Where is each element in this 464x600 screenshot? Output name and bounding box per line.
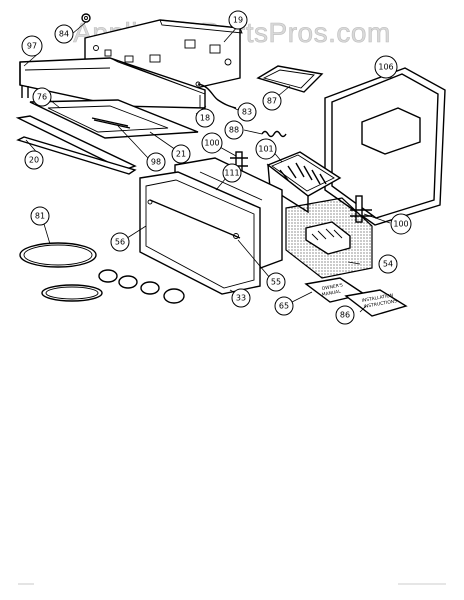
callout-88: 88 [224, 120, 244, 140]
part-door-insulation [285, 197, 373, 279]
callout-100-lower: 100 [390, 213, 412, 235]
svg-text:101: 101 [258, 145, 273, 154]
callout-81: 81 [30, 206, 50, 226]
part-instruction-card-86: INSTALLATION INSTRUCTIONS [344, 289, 408, 317]
svg-text:OWNER'S: OWNER'S [321, 282, 343, 292]
callout-111: 111 [222, 163, 242, 183]
part-control-panel-front [19, 57, 206, 109]
svg-text:21: 21 [176, 150, 186, 159]
svg-text:100: 100 [204, 139, 219, 148]
callout-33: 33 [231, 288, 251, 308]
callout-84: 84 [54, 24, 74, 44]
part-knob [81, 13, 91, 23]
part-vent-grille [266, 151, 342, 214]
callout-20: 20 [24, 150, 44, 170]
callout-106: 106 [374, 55, 398, 79]
svg-text:20: 20 [29, 156, 39, 165]
svg-text:111: 111 [224, 169, 239, 178]
callout-100-upper: 100 [201, 132, 223, 154]
part-door-outer-panel [324, 67, 446, 226]
svg-text:81: 81 [35, 212, 45, 221]
callout-21: 21 [171, 144, 191, 164]
callout-83: 83 [237, 102, 257, 122]
callout-76: 76 [32, 87, 52, 107]
part-wire-harness [195, 81, 237, 109]
callout-54: 54 [378, 254, 398, 274]
svg-text:106: 106 [378, 63, 393, 72]
svg-text:84: 84 [59, 30, 69, 39]
part-door-front [139, 171, 261, 295]
callout-65: 65 [274, 296, 294, 316]
part-door-gasket [19, 242, 103, 302]
callout-86: 86 [335, 305, 355, 325]
svg-text:76: 76 [37, 93, 47, 102]
part-rings [98, 269, 185, 304]
part-trim-strip [15, 115, 137, 175]
part-coil-spring [261, 130, 287, 138]
svg-text:100: 100 [393, 220, 408, 229]
svg-text:19: 19 [233, 16, 243, 25]
svg-text:INSTRUCTIONS: INSTRUCTIONS [363, 298, 397, 310]
svg-text:97: 97 [27, 42, 37, 51]
svg-text:86: 86 [340, 311, 350, 320]
svg-text:55: 55 [271, 278, 281, 287]
part-tray [256, 65, 324, 93]
svg-text:56: 56 [115, 238, 125, 247]
svg-text:88: 88 [229, 126, 239, 135]
callout-87: 87 [262, 91, 282, 111]
callout-55: 55 [266, 272, 286, 292]
callout-56: 56 [110, 232, 130, 252]
svg-text:83: 83 [242, 108, 252, 117]
callout-98: 98 [146, 152, 166, 172]
svg-text:33: 33 [236, 294, 246, 303]
callout-19: 19 [228, 10, 248, 30]
callout-18: 18 [195, 108, 215, 128]
svg-text:98: 98 [151, 158, 161, 167]
svg-text:87: 87 [267, 97, 277, 106]
svg-text:18: 18 [200, 114, 210, 123]
svg-text:54: 54 [383, 260, 393, 269]
callout-101: 101 [255, 138, 277, 160]
part-glass-tray [29, 99, 199, 139]
callout-97: 97 [21, 35, 43, 57]
svg-text:INSTALLATION: INSTALLATION [361, 293, 393, 304]
svg-text:65: 65 [279, 302, 289, 311]
svg-text:MANUAL: MANUAL [321, 289, 341, 298]
